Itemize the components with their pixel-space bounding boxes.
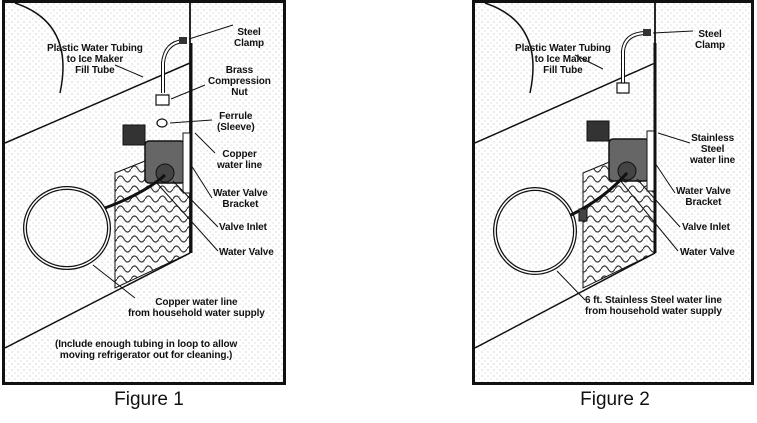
compression-nut-shape [155,94,170,106]
label-water-valve: Water Valve [680,247,735,258]
valve-solenoid [586,120,610,142]
copper-loop-inner [24,187,110,269]
ferrule-shape [156,118,168,128]
cabinet-edge-bottom [475,252,656,349]
leader-lines [556,30,694,301]
label-water-valve: Water Valve [219,247,274,258]
line-fitting-shape [578,208,588,222]
valve-solenoid [122,124,146,146]
stainless-loop-connector [570,172,629,217]
figure-2-caption: Figure 2 [580,389,650,410]
valve-inlet-shape [617,161,637,181]
cabinet-curve [14,3,64,94]
plastic-tubing-inner [622,32,648,83]
steel-clamp-shape [643,29,651,36]
cabinet-edge-bottom [5,252,191,349]
compression-nut-shape [616,82,630,94]
figure-1-drawing [5,3,283,382]
stainless-loop-inner [494,188,576,274]
steel-clamp-shape [179,37,187,44]
cabinet-curve [484,3,534,94]
label-valve-inlet: Valve Inlet [219,222,267,233]
cabinet-edge-top [5,62,191,144]
figure-1-caption: Figure 1 [114,389,184,410]
figure-2-drawing [475,3,751,382]
label-valve-inlet: Valve Inlet [682,222,730,233]
label-ferrule: Ferrule(Sleeve) [217,111,255,133]
copper-loop-connector [104,173,167,210]
leader-lines [92,24,234,299]
